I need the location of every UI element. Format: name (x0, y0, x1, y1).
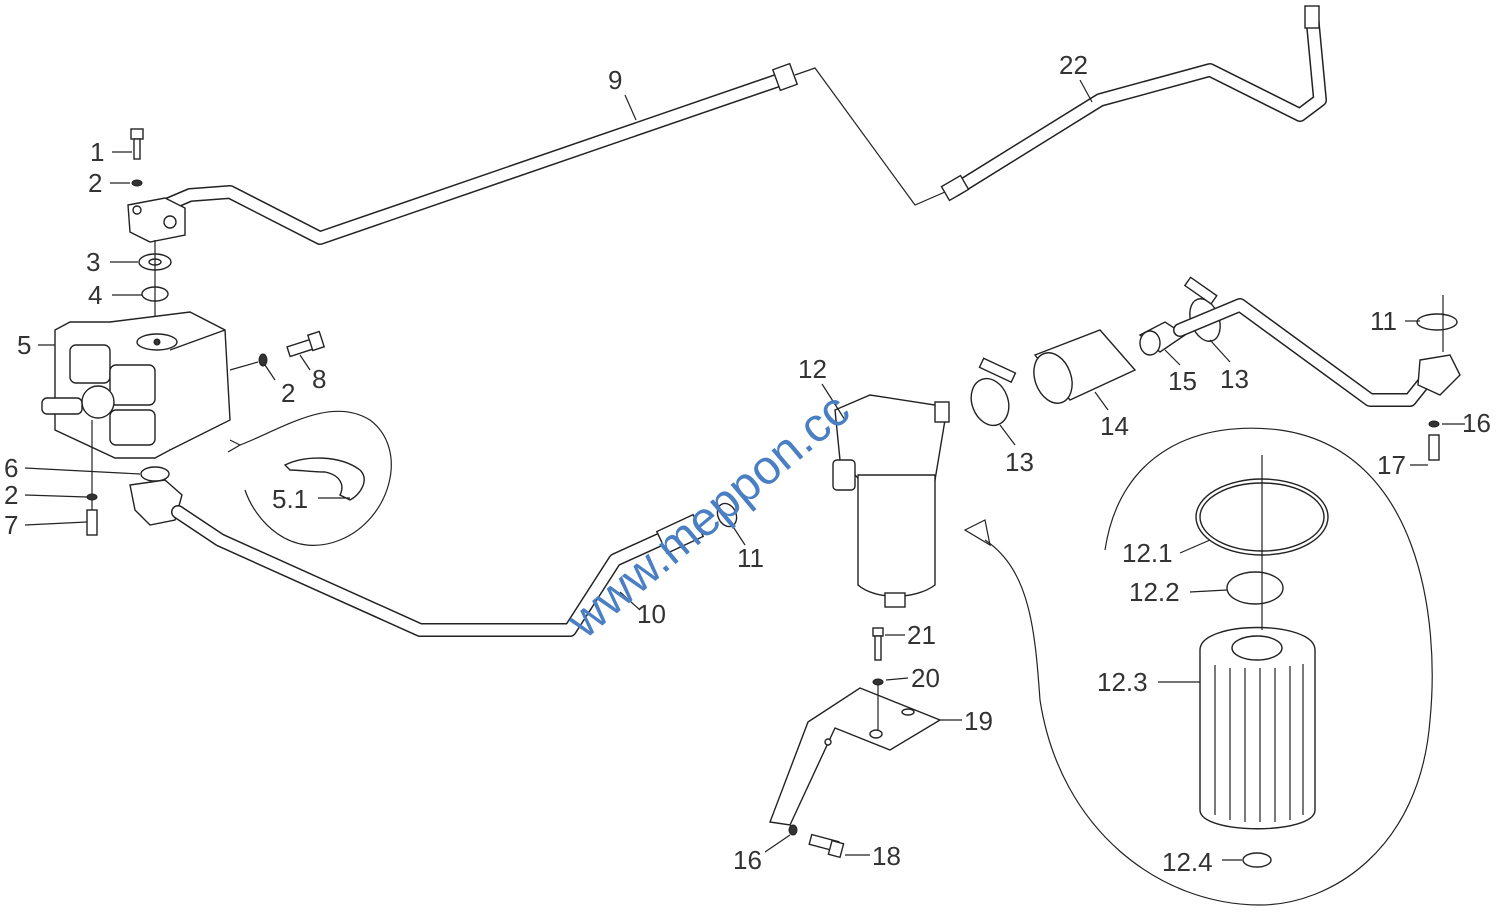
callout-2: 2 (4, 480, 18, 510)
callout-5-1: 5.1 (272, 484, 308, 514)
pump-5 (41, 311, 231, 459)
callout-11: 11 (1370, 306, 1397, 336)
detail-5-1 (227, 410, 392, 546)
callout-1: 1 (90, 137, 104, 167)
callout-15: 15 (1168, 366, 1197, 396)
banjo-fitting (127, 197, 186, 243)
callout-12-2: 12.2 (1129, 577, 1180, 607)
bolt-8 (229, 330, 326, 371)
leader-lines (24, 79, 1465, 861)
filter-detail (963, 427, 1433, 906)
callout-20: 20 (911, 663, 940, 693)
callout-12-4: 12.4 (1162, 847, 1213, 877)
callout-labels: 1 2 3 4 5 8 2 6 2 7 5.1 9 22 12 13 14 15… (4, 50, 1491, 877)
callout-6: 6 (4, 453, 18, 483)
callout-19: 19 (964, 706, 993, 736)
callout-12-1: 12.1 (1122, 538, 1173, 568)
callout-13: 13 (1220, 364, 1249, 394)
watermark: www.meppon.cc (557, 383, 860, 649)
callout-14: 14 (1100, 411, 1129, 441)
callout-12-3: 12.3 (1097, 667, 1148, 697)
pipe-9 (143, 62, 799, 245)
callout-9: 9 (608, 65, 622, 95)
callout-10: 10 (637, 599, 666, 629)
callout-16: 16 (733, 845, 762, 875)
callout-11: 11 (737, 543, 764, 573)
callout-2: 2 (281, 378, 295, 408)
callout-4: 4 (88, 280, 102, 310)
callout-13: 13 (1005, 447, 1034, 477)
callout-2: 2 (88, 168, 102, 198)
callout-18: 18 (872, 841, 901, 871)
callout-21: 21 (907, 620, 936, 650)
callout-8: 8 (312, 364, 326, 394)
callout-16: 16 (1462, 408, 1491, 438)
lower-fitting (86, 420, 738, 637)
callout-3: 3 (86, 247, 100, 277)
callout-5: 5 (17, 330, 31, 360)
bracket-19 (769, 627, 942, 859)
hose-14 (970, 276, 1461, 461)
callout-12: 12 (798, 354, 827, 384)
callout-22: 22 (1059, 50, 1088, 80)
filter-12 (832, 394, 950, 608)
callout-17: 17 (1377, 450, 1406, 480)
pipe-22 (940, 5, 1327, 202)
callout-7: 7 (4, 510, 18, 540)
